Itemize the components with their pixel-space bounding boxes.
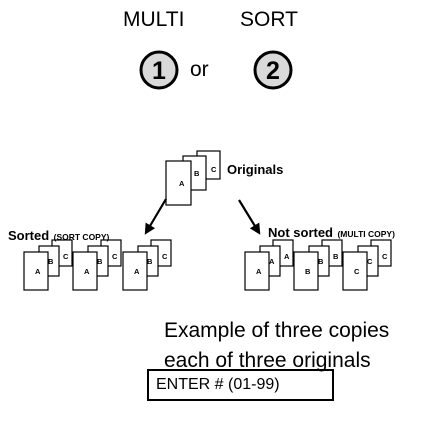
not-sorted-c-sheet-3: C [382, 252, 388, 261]
sorted-stack-3 [122, 239, 172, 291]
sorted-label-main: Sorted [8, 228, 50, 243]
sort-key-label: SORT [240, 8, 298, 31]
sorted-stack-2 [72, 239, 122, 291]
sorted-1-sheet-c: C [63, 252, 69, 261]
not-sorted-a-sheet-3: A [284, 252, 290, 261]
multi-key-number: 1 [152, 57, 166, 85]
not-sorted-label: Not sorted (MULTI COPY) [268, 224, 395, 242]
sorted-stack-1 [23, 239, 73, 291]
not-sorted-arrow [238, 199, 261, 235]
not-sorted-label-sub: (MULTI COPY) [337, 229, 395, 239]
originals-sheet-b: B [194, 169, 200, 178]
sorted-2-sheet-a: A [84, 267, 90, 276]
example-caption: Example of three copies each of three or… [164, 316, 389, 376]
not-sorted-stack-b [293, 239, 343, 291]
originals-sheet-c: C [211, 165, 217, 174]
caption-line-1: Example of three copies [164, 319, 390, 342]
caption-line-2: each of three originals [164, 349, 371, 372]
lcd-display: ENTER # (01-99) [147, 369, 334, 401]
sorted-3-sheet-a: A [134, 267, 140, 276]
sorted-2-sheet-b: B [97, 257, 103, 266]
not-sorted-a-sheet-2: A [269, 257, 275, 266]
sorted-2-sheet-c: C [112, 252, 118, 261]
multi-key-button[interactable]: 1 [139, 50, 179, 90]
originals-sheet-a: A [179, 179, 185, 188]
multi-key-label: MULTI [123, 8, 185, 31]
sorted-3-sheet-c: C [162, 252, 168, 261]
not-sorted-label-main: Not sorted [268, 225, 333, 240]
not-sorted-stack-c [342, 239, 392, 291]
originals-stack [165, 150, 221, 206]
sorted-3-sheet-b: B [147, 257, 153, 266]
sort-key-number: 2 [266, 57, 280, 85]
not-sorted-stack-a [244, 239, 294, 291]
originals-label: Originals [227, 162, 284, 177]
not-sorted-c-sheet-1: C [354, 267, 360, 276]
not-sorted-a-sheet-1: A [256, 267, 262, 276]
not-sorted-b-sheet-3: B [333, 252, 339, 261]
sorted-1-sheet-b: B [48, 257, 54, 266]
sorted-label-sub: (SORT COPY) [53, 232, 110, 242]
not-sorted-b-sheet-2: B [318, 257, 324, 266]
sort-key-button[interactable]: 2 [253, 50, 293, 90]
sorted-label: Sorted (SORT COPY) [8, 227, 109, 245]
sorted-arrow [144, 198, 167, 235]
or-text: or [190, 58, 209, 81]
not-sorted-b-sheet-1: B [305, 267, 311, 276]
not-sorted-c-sheet-2: C [367, 257, 373, 266]
sorted-1-sheet-a: A [35, 267, 41, 276]
